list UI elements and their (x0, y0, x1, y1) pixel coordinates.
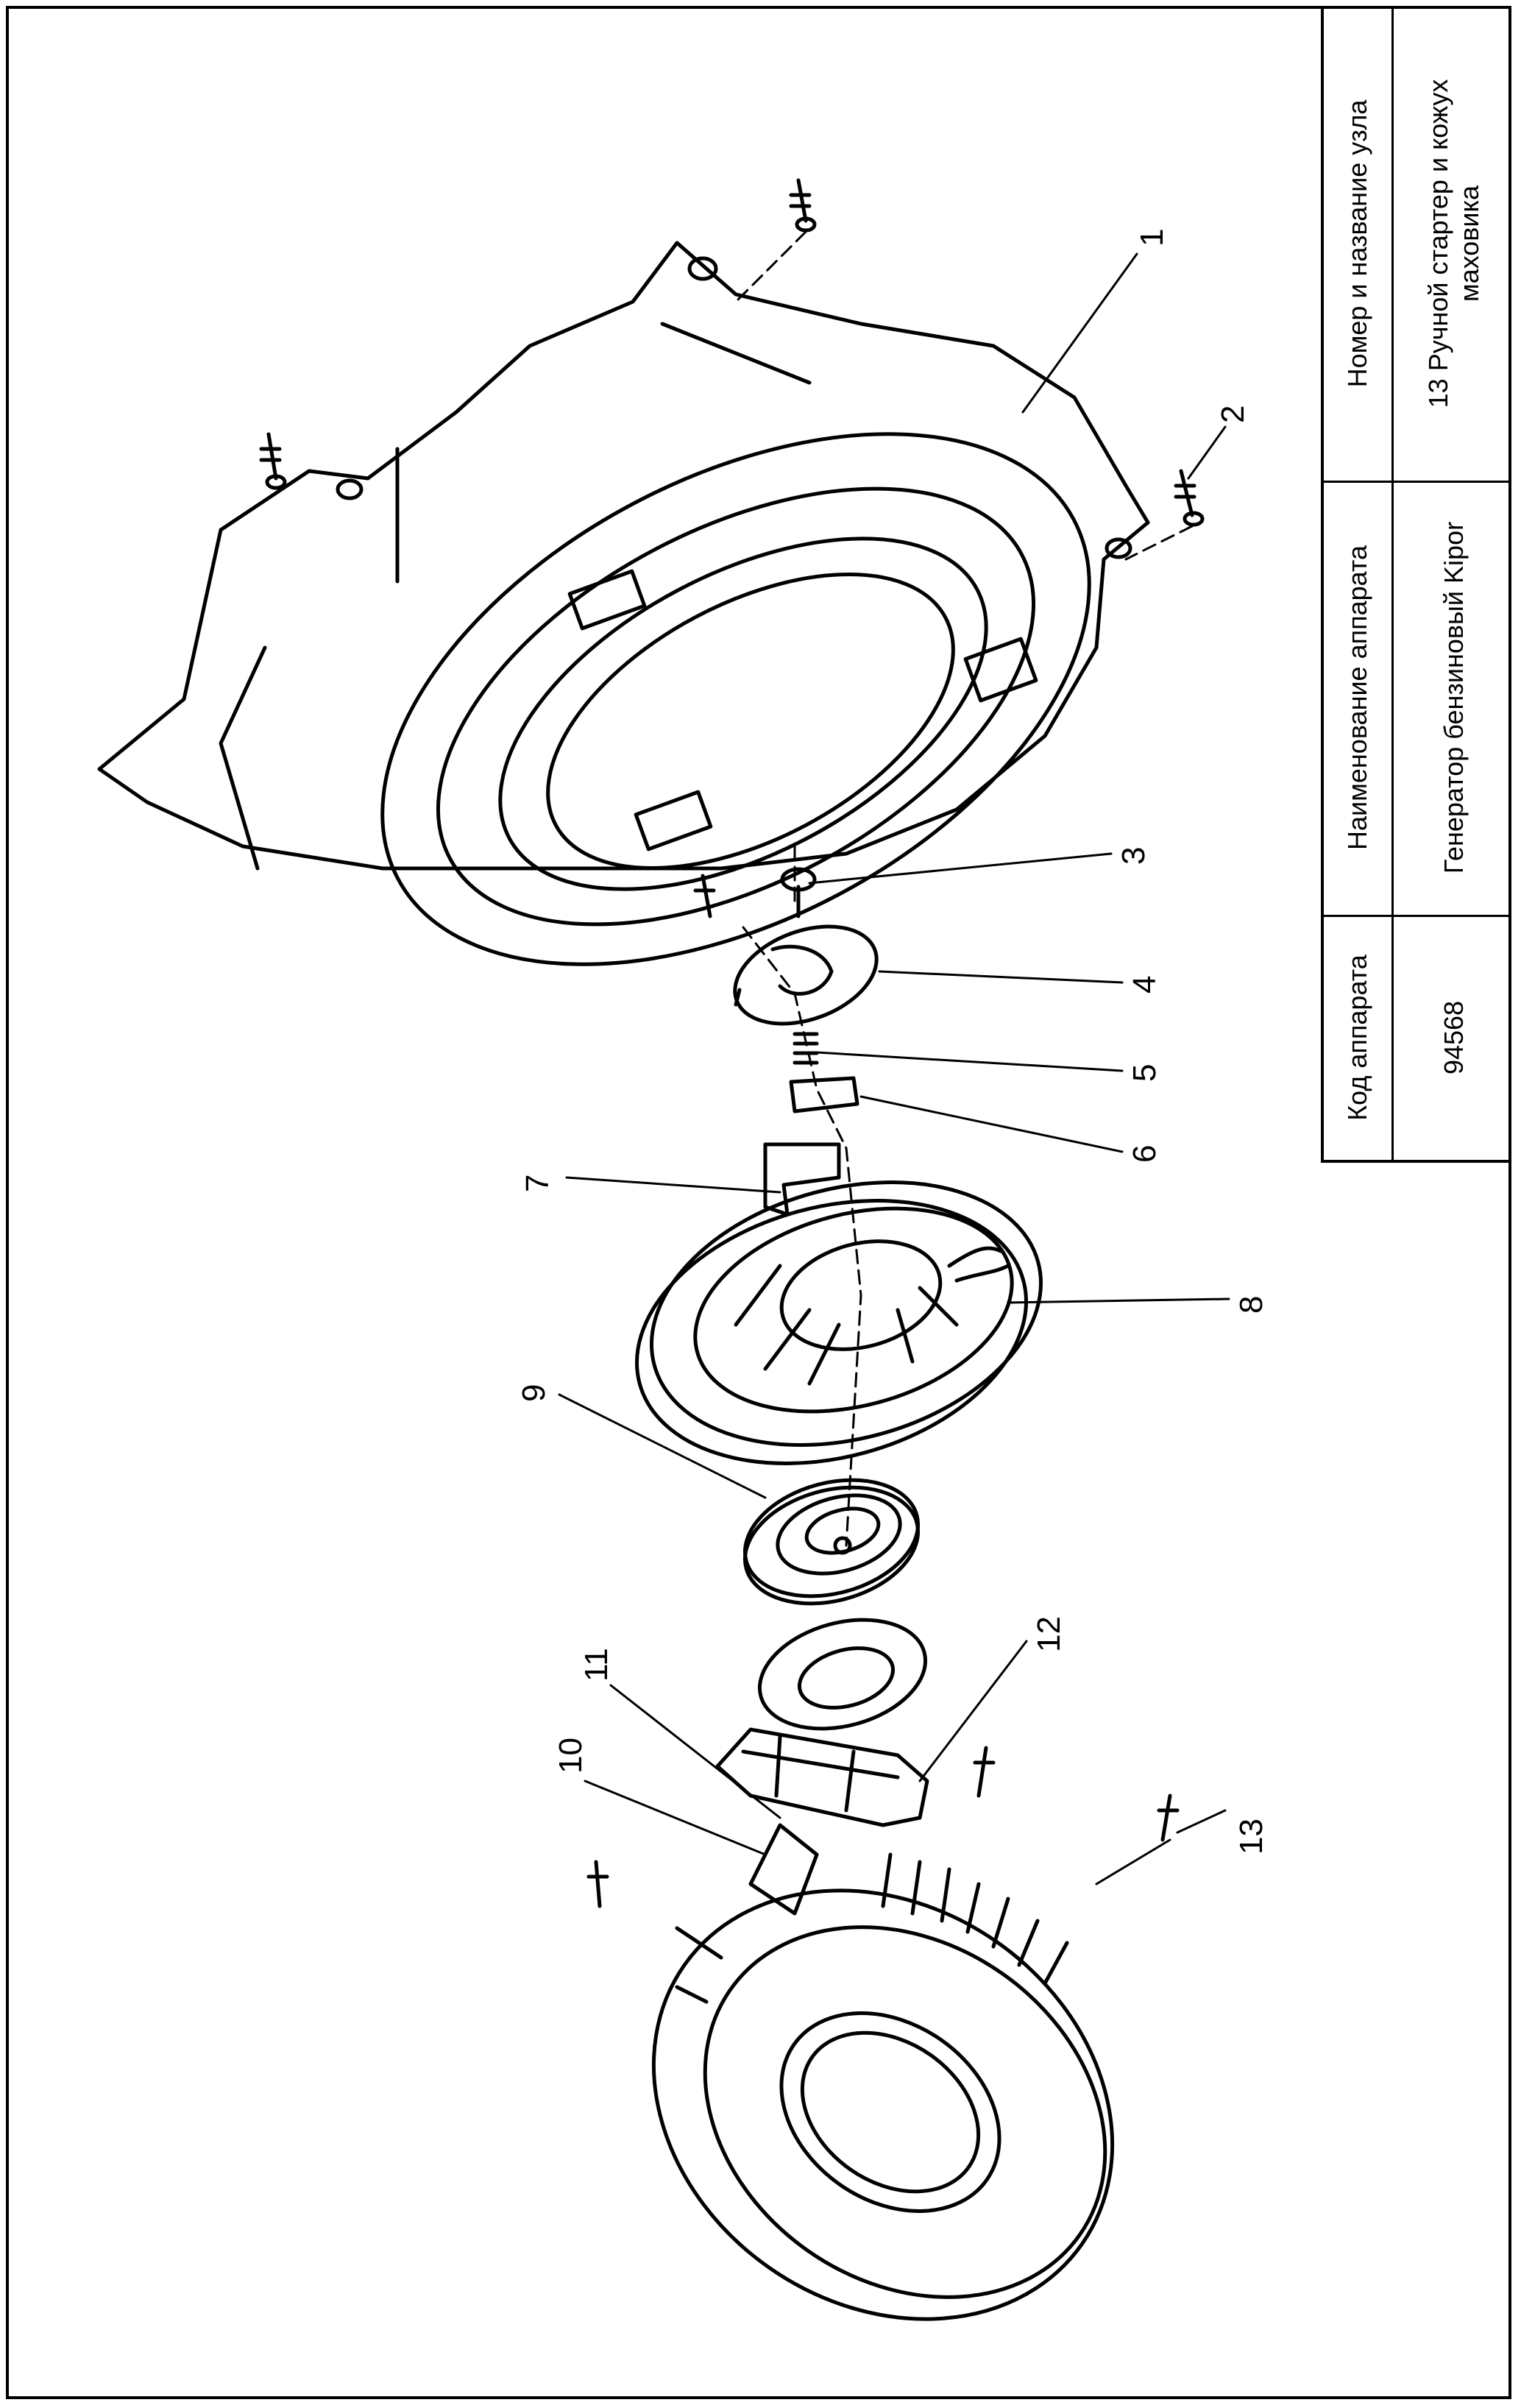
header-device-code: Код аппарата (1342, 954, 1372, 1121)
value-node-name-line2: маховика (1454, 185, 1484, 302)
assembly-dash-lines (734, 230, 1194, 1547)
title-block-table: Номер и название узла Наименование аппар… (1321, 6, 1511, 1163)
value-device-name-cell: Генератор бензиновый Kipor (1394, 481, 1514, 915)
recoil-spring-part-9 (742, 1478, 921, 1606)
header-node-name: Номер и название узла (1342, 99, 1372, 387)
callout-4: 4 (1127, 976, 1163, 994)
leader-lines (558, 252, 1230, 1885)
spring-part-5 (793, 1032, 819, 1065)
callout-5: 5 (1127, 1064, 1163, 1082)
value-node-name-line1: 13 Ручной стартер и кожух (1423, 79, 1453, 408)
screws-part-13 (586, 1746, 1180, 1908)
flywheel-cover-part-1 (97, 241, 1150, 966)
bolt-part-3 (780, 867, 817, 918)
callout-2: 2 (1215, 406, 1251, 423)
ratchet-part-7 (763, 1142, 841, 1217)
table-divider (1324, 481, 1511, 483)
callout-labels: 1 2 3 4 5 6 7 8 9 10 11 12 13 (516, 229, 1269, 1855)
friction-plate-part-4 (733, 924, 879, 1026)
value-device-code-cell: 94568 (1394, 915, 1514, 1160)
callout-11: 11 (578, 1648, 614, 1682)
callout-6: 6 (1127, 1145, 1163, 1163)
callout-9: 9 (516, 1384, 552, 1402)
screws-part-2 (259, 178, 1205, 918)
header-device-code-cell: Код аппарата (1324, 915, 1391, 1160)
handle-part-12 (715, 1727, 929, 1827)
reel-pulley-part-8 (635, 1180, 1043, 1465)
value-device-code: 94568 (1439, 1000, 1469, 1074)
table-divider (1324, 915, 1511, 917)
spring-washer (757, 1618, 928, 1731)
callout-12: 12 (1031, 1616, 1067, 1652)
callout-8: 8 (1233, 1296, 1269, 1314)
drawing-frame (6, 6, 1511, 2399)
table-divider (1391, 6, 1394, 1160)
value-device-name: Генератор бензиновый Kipor (1439, 521, 1469, 874)
callout-10: 10 (553, 1738, 589, 1774)
callout-3: 3 (1116, 847, 1152, 865)
callout-13: 13 (1233, 1819, 1269, 1855)
callout-1: 1 (1134, 229, 1170, 247)
header-device-name-cell: Наименование аппарата (1324, 481, 1391, 915)
callout-7: 7 (520, 1175, 556, 1192)
header-node-name-cell: Номер и название узла (1324, 6, 1391, 481)
starter-housing-part-10 (651, 1823, 1115, 2321)
pawl-part-6 (789, 1076, 859, 1113)
header-device-name: Наименование аппарата (1342, 545, 1372, 850)
